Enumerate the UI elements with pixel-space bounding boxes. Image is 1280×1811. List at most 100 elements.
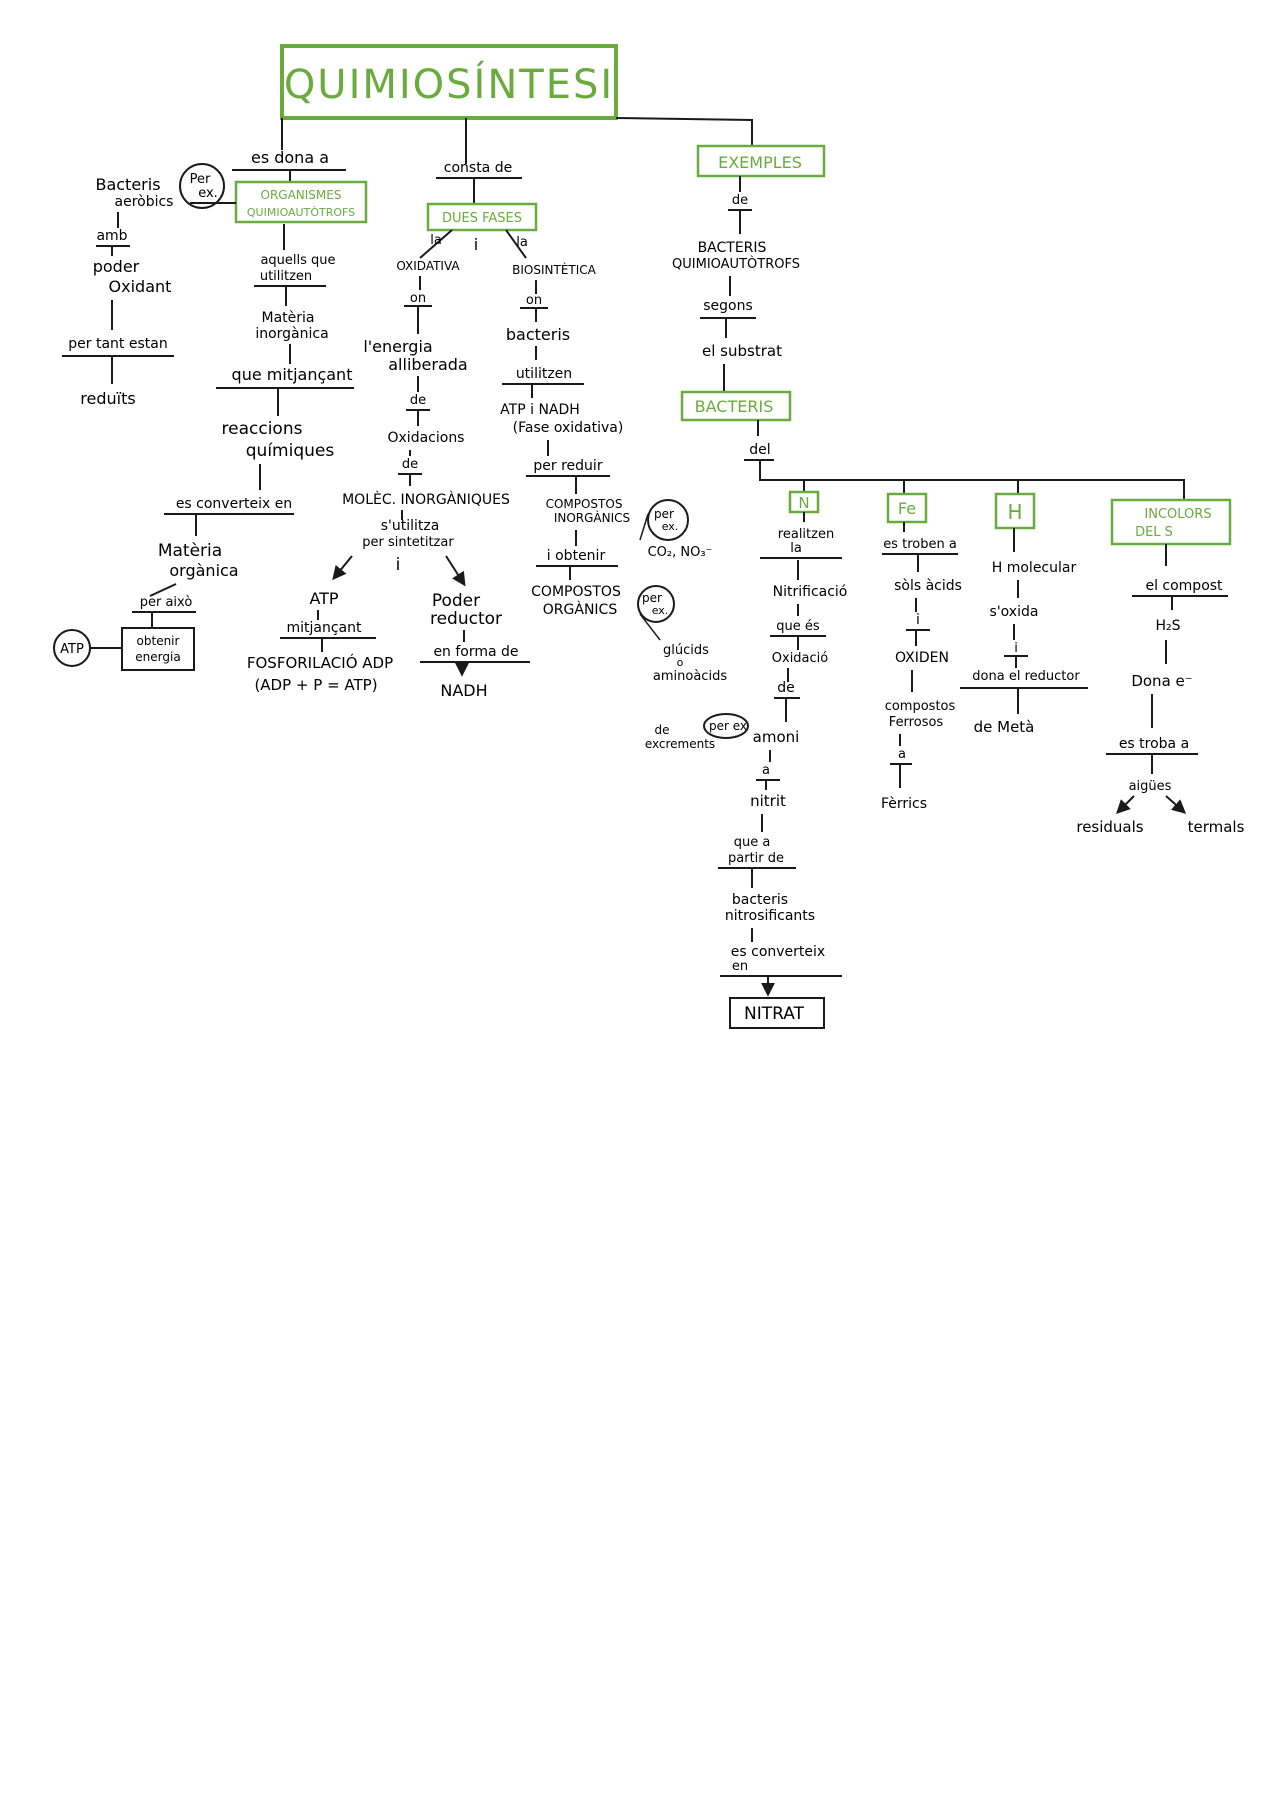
title: QUIMIOSÍNTESI bbox=[284, 60, 614, 108]
poder-reductor-2: reductor bbox=[430, 609, 502, 629]
per-ex-circle-left bbox=[179, 163, 225, 209]
utilitzen-mid: utilitzen bbox=[516, 366, 572, 382]
organismes-line1: ORGANISMES bbox=[261, 188, 342, 202]
la-right: la bbox=[516, 235, 528, 250]
s-box bbox=[1110, 498, 1232, 546]
co2-no3: CO₂, NO₃⁻ bbox=[648, 545, 713, 560]
per-ex-circle-mid1 bbox=[647, 499, 689, 541]
de-n: de bbox=[777, 680, 795, 696]
bacteris-nitro-1: bacteris bbox=[732, 892, 788, 908]
es-troben-a: es troben a bbox=[883, 537, 957, 552]
aquells-que: aquells que bbox=[260, 253, 335, 268]
i-middle: i bbox=[474, 235, 478, 254]
energia: energia bbox=[135, 650, 180, 664]
bacteris-q-1: BACTERIS bbox=[698, 240, 767, 256]
obtenir: obtenir bbox=[137, 634, 180, 648]
residuals: residuals bbox=[1076, 818, 1143, 836]
termals: termals bbox=[1188, 818, 1245, 836]
bacteris-box-label: BACTERIS bbox=[695, 397, 774, 416]
bacteris-box bbox=[680, 390, 792, 422]
que-mitjancant: que mitjançant bbox=[232, 365, 353, 384]
compostos-inorganics-1: COMPOSTOS bbox=[546, 497, 623, 511]
realitzen-la: la bbox=[790, 541, 802, 556]
per-ex-circle-mid2 bbox=[637, 585, 675, 623]
s-label-2: DEL S bbox=[1135, 525, 1173, 540]
per-aixo: per això bbox=[140, 595, 193, 610]
mitjancant-middle: mitjançant bbox=[287, 620, 363, 636]
glucids-o: o bbox=[677, 656, 684, 669]
aigues: aigües bbox=[1129, 779, 1172, 794]
i-sintetitzar: i bbox=[396, 555, 401, 575]
bacteris-mid: bacteris bbox=[506, 325, 570, 344]
poder: poder bbox=[93, 257, 140, 276]
i-obtenir: i obtenir bbox=[547, 548, 606, 564]
atp-i-nadh: ATP i NADH bbox=[500, 402, 580, 418]
la-left: la bbox=[430, 233, 442, 248]
de-excrements-2: excrements bbox=[645, 737, 715, 751]
materia-organica-2: orgànica bbox=[169, 561, 238, 580]
link-consta-de: consta de bbox=[444, 160, 512, 176]
nitrit: nitrit bbox=[750, 792, 786, 810]
glucids: glúcids bbox=[663, 643, 709, 658]
quimiques: químiques bbox=[246, 441, 335, 461]
que-es: que és bbox=[776, 619, 820, 634]
sols-acids: sòls àcids bbox=[894, 578, 962, 594]
dona-el-reductor: dona el reductor bbox=[972, 669, 1080, 684]
right-branch: EXEMPLES de BACTERIS QUIMIOAUTÒTROFS seg… bbox=[645, 144, 1245, 1029]
de-1: de bbox=[410, 393, 426, 408]
es-troba-a: es troba a bbox=[1119, 736, 1189, 752]
link-es-dona-a: es dona a bbox=[251, 148, 329, 167]
atp-circle bbox=[53, 629, 91, 667]
reaccions: reaccions bbox=[222, 419, 303, 439]
partir-de: partir de bbox=[728, 851, 784, 866]
oxidacio-n: Oxidació bbox=[772, 651, 829, 666]
alliberada: alliberada bbox=[388, 355, 467, 374]
title-connectors bbox=[281, 117, 753, 164]
per-sintetitzar: per sintetitzar bbox=[362, 535, 454, 550]
biosintetica: BIOSINTÈTICA bbox=[512, 262, 597, 277]
bacteris-aerobics-1: Bacteris bbox=[95, 175, 160, 194]
el-compost: el compost bbox=[1145, 578, 1223, 594]
el-substrat: el substrat bbox=[702, 342, 782, 360]
utilitzen-left: utilitzen bbox=[260, 269, 312, 284]
on-left: on bbox=[410, 291, 426, 306]
compostos-inorganics-2: INORGÀNICS bbox=[554, 510, 630, 525]
bacteris-aerobics-2: aeròbics bbox=[115, 194, 174, 210]
nitrat: NITRAT bbox=[744, 1004, 805, 1024]
poder-reductor-1: Poder bbox=[432, 591, 480, 611]
bacteris-nitro-2: nitrosificants bbox=[725, 908, 815, 924]
es-converteix-en-n-2: en bbox=[732, 959, 748, 974]
de-2: de bbox=[402, 457, 418, 472]
per-ex-mid1-2: ex. bbox=[662, 520, 679, 533]
aminoacids: aminoàcids bbox=[653, 669, 727, 684]
atp-circle-label: ATP bbox=[60, 642, 84, 657]
materia-inorganica-2: inorgànica bbox=[255, 326, 328, 342]
h-molecular: H molecular bbox=[992, 560, 1077, 576]
compostos-organics-2: ORGÀNICS bbox=[543, 601, 618, 618]
realitzen: realitzen bbox=[778, 527, 834, 542]
per-ex-left-1: Per bbox=[190, 172, 211, 187]
nitrat-box bbox=[729, 997, 825, 1029]
per-ex-n: per ex bbox=[709, 719, 747, 733]
segons: segons bbox=[703, 298, 753, 314]
dues-fases-box bbox=[426, 202, 538, 232]
lenergia: l'energia bbox=[363, 337, 432, 356]
per-ex-mid1-1: per bbox=[654, 507, 674, 521]
fosforilacio: FOSFORILACIÓ ADP bbox=[247, 653, 393, 672]
i-fe: i bbox=[916, 612, 920, 628]
h2s: H₂S bbox=[1155, 618, 1180, 634]
exemples: EXEMPLES bbox=[718, 153, 802, 172]
atp-product: ATP bbox=[309, 589, 338, 608]
compostos-fe-2: Ferrosos bbox=[889, 715, 944, 730]
s-label-1: INCOLORS bbox=[1144, 507, 1211, 522]
oxidant: Oxidant bbox=[109, 277, 172, 296]
middle-branch: consta de DUES FASES la i la OXIDATIVA o… bbox=[247, 160, 727, 700]
compostos-fe-1: compostos bbox=[885, 699, 956, 714]
es-converteix-en-left: es converteix en bbox=[176, 496, 292, 512]
es-converteix-en-n: es converteix bbox=[731, 944, 825, 960]
dona-e: Dona e⁻ bbox=[1131, 672, 1192, 690]
molec-inorganiques: MOLÈC. INORGÀNIQUES bbox=[342, 491, 510, 508]
per-ex-mid2-2: ex. bbox=[652, 604, 669, 617]
soxida: s'oxida bbox=[990, 604, 1039, 620]
